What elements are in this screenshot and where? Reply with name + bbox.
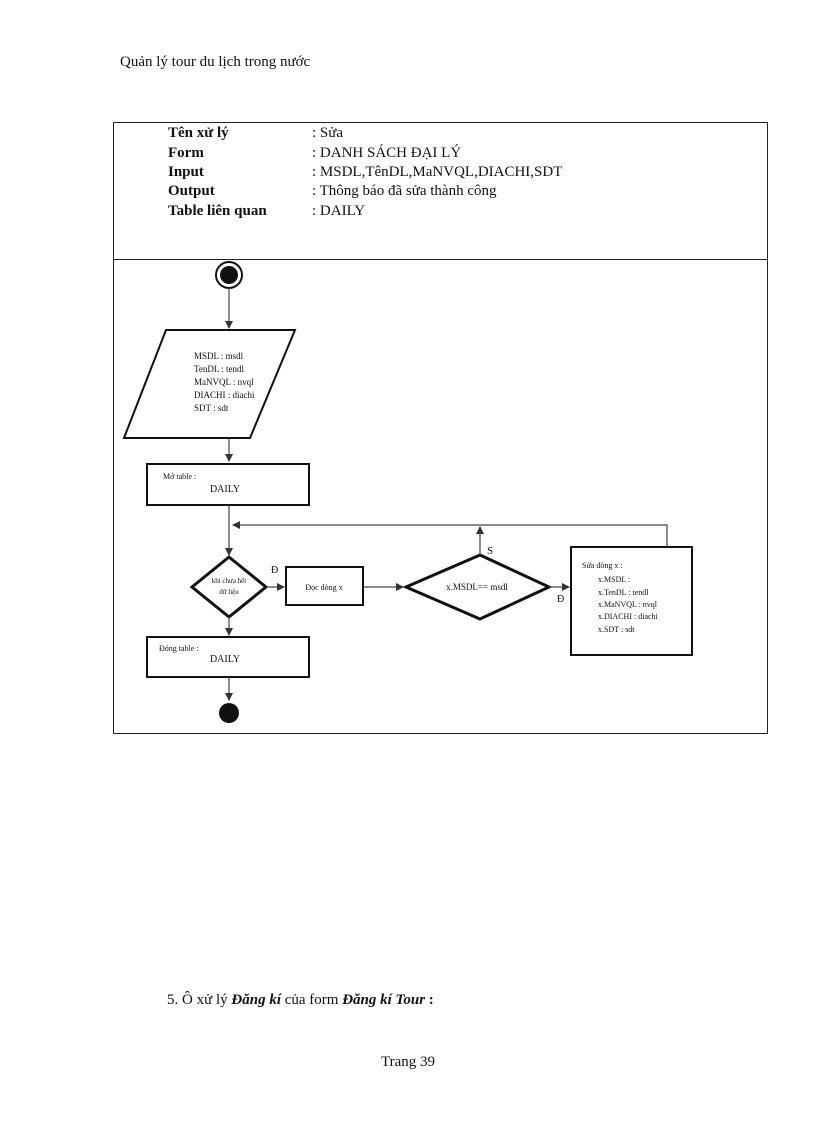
flowchart-diagram: MSDL : msdl TenDL : tendl MaNVQL : nvql … <box>122 261 693 723</box>
update-line: x.MSDL : <box>598 575 630 584</box>
spec-value: : MSDL,TênDL,MaNVQL,DIACHI,SDT <box>312 164 563 180</box>
update-line: x.MaNVQL : nvql <box>598 600 658 609</box>
section-prefix: 5. Ô xử lý <box>167 992 232 1008</box>
spec-label: Input <box>168 164 204 180</box>
section-form: Đăng kí Tour <box>342 992 426 1008</box>
section-suffix: : <box>425 992 434 1008</box>
section-action: Đăng kí <box>231 992 281 1008</box>
update-row-box: Sửa dòng x : x.MSDL : x.TenDL : tendl x.… <box>570 546 693 656</box>
end-node <box>219 703 239 723</box>
input-line: SDT : sdt <box>194 403 229 413</box>
loop-condition-line: dữ liệu <box>219 588 239 596</box>
section-heading: 5. Ô xử lý Đăng kí của form Đăng kí Tour… <box>167 992 434 1009</box>
section-middle: của form <box>280 992 343 1008</box>
open-table-box: Mở table : DAILY <box>146 463 310 506</box>
spec-row-form: Form : DANH SÁCH ĐẠI LÝ <box>168 145 461 162</box>
update-row-title: Sửa dòng x : <box>582 561 623 570</box>
close-table-box: Đóng table : DAILY <box>146 636 310 678</box>
spec-label: Output <box>168 183 215 199</box>
loop-true-label: Đ <box>271 565 278 576</box>
loop-condition-line: khi chưa hết <box>212 577 247 585</box>
page-number: Trang 39 <box>380 1054 436 1070</box>
spec-label: Form <box>168 145 204 161</box>
open-table-label: Mở table : <box>163 472 196 481</box>
spec-value: : DANH SÁCH ĐẠI LÝ <box>312 145 462 161</box>
box-divider <box>114 259 767 260</box>
loop-back-arrow <box>232 521 668 547</box>
input-parallelogram <box>122 329 297 439</box>
spec-value: : DAILY <box>312 203 366 219</box>
update-line: x.TenDL : tendl <box>598 588 649 597</box>
start-node <box>215 261 243 289</box>
read-row-label: Đọc dòng x <box>305 583 342 592</box>
spec-label: Table liên quan <box>168 203 267 219</box>
input-line: MSDL : msdl <box>194 351 244 361</box>
close-table-label: Đóng table : <box>159 644 199 653</box>
compare-decision: x.MSDL== msdl <box>402 553 553 621</box>
spec-row-output: Output : Thông báo đã sửa thành công <box>168 183 496 200</box>
loop-decision: khi chưa hết dữ liệu <box>189 555 269 619</box>
open-table-name: DAILY <box>210 484 240 495</box>
close-table-name: DAILY <box>210 654 240 665</box>
spec-value: : Sửa <box>312 125 344 141</box>
spec-row-table: Table liên quan : DAILY <box>168 203 365 220</box>
read-row-box: Đọc dòng x <box>285 566 364 606</box>
spec-row-input: Input : MSDL,TênDL,MaNVQL,DIACHI,SDT <box>168 164 562 181</box>
input-line: DIACHI : diachi <box>194 390 255 400</box>
true-branch-label: Đ <box>557 594 564 605</box>
spec-label: Tên xử lý <box>168 125 229 141</box>
update-line: x.DIACHI : diachi <box>598 612 659 621</box>
spec-value: : Thông báo đã sửa thành công <box>312 183 497 199</box>
input-line: TenDL : tendl <box>194 364 245 374</box>
input-line: MaNVQL : nvql <box>194 377 254 387</box>
update-line: x.SDT : sdt <box>598 625 635 634</box>
false-branch-label: S <box>487 545 493 557</box>
compare-condition: x.MSDL== msdl <box>446 582 508 592</box>
page-header-title: Quản lý tour du lịch trong nước <box>120 54 311 70</box>
spec-row-name: Tên xử lý : Sửa <box>168 125 343 142</box>
processing-spec-box: Tên xử lý : Sửa Form : DANH SÁCH ĐẠI LÝ In… <box>113 122 768 734</box>
